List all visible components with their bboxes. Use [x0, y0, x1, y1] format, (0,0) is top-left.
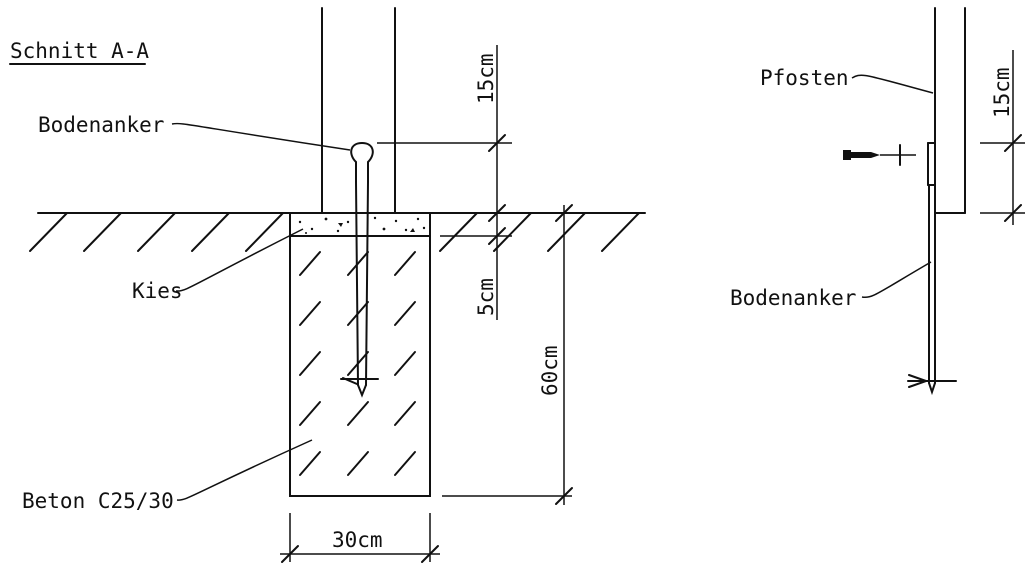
leader-pfosten	[851, 74, 934, 94]
label-pfosten: Pfosten	[760, 66, 849, 90]
ground-anchor	[340, 141, 379, 398]
foundation-outline	[289, 212, 431, 497]
gravel-fill	[298, 216, 426, 234]
label-side-bodenanker: Bodenanker	[730, 286, 856, 310]
dim-30cm-label: 30cm	[332, 528, 383, 552]
section-title: Schnitt A-A	[10, 39, 149, 63]
bolt	[843, 144, 916, 166]
leader-side-bodenanker	[861, 261, 932, 299]
label-kies: Kies	[132, 279, 183, 303]
dim-60cm-label: 60cm	[538, 345, 562, 396]
label-beton: Beton C25/30	[22, 489, 174, 513]
dimension-15-5	[377, 45, 512, 320]
side-dim-15cm-label: 15cm	[990, 67, 1014, 118]
dim-5cm-label: 5cm	[474, 278, 498, 316]
ground-hatching	[29, 212, 640, 252]
leader-beton	[176, 439, 313, 501]
leader-bodenanker	[171, 122, 351, 151]
dimension-60	[442, 204, 573, 505]
dim-15cm-label: 15cm	[474, 53, 498, 104]
dimension-30	[280, 513, 440, 563]
label-bodenanker: Bodenanker	[38, 113, 164, 137]
side-view: 15cm Pfosten Bodenanker	[730, 7, 1025, 396]
side-dimension-15	[980, 50, 1025, 225]
leader-kies	[175, 228, 304, 292]
section-a-a: Schnitt A-A	[9, 7, 646, 563]
